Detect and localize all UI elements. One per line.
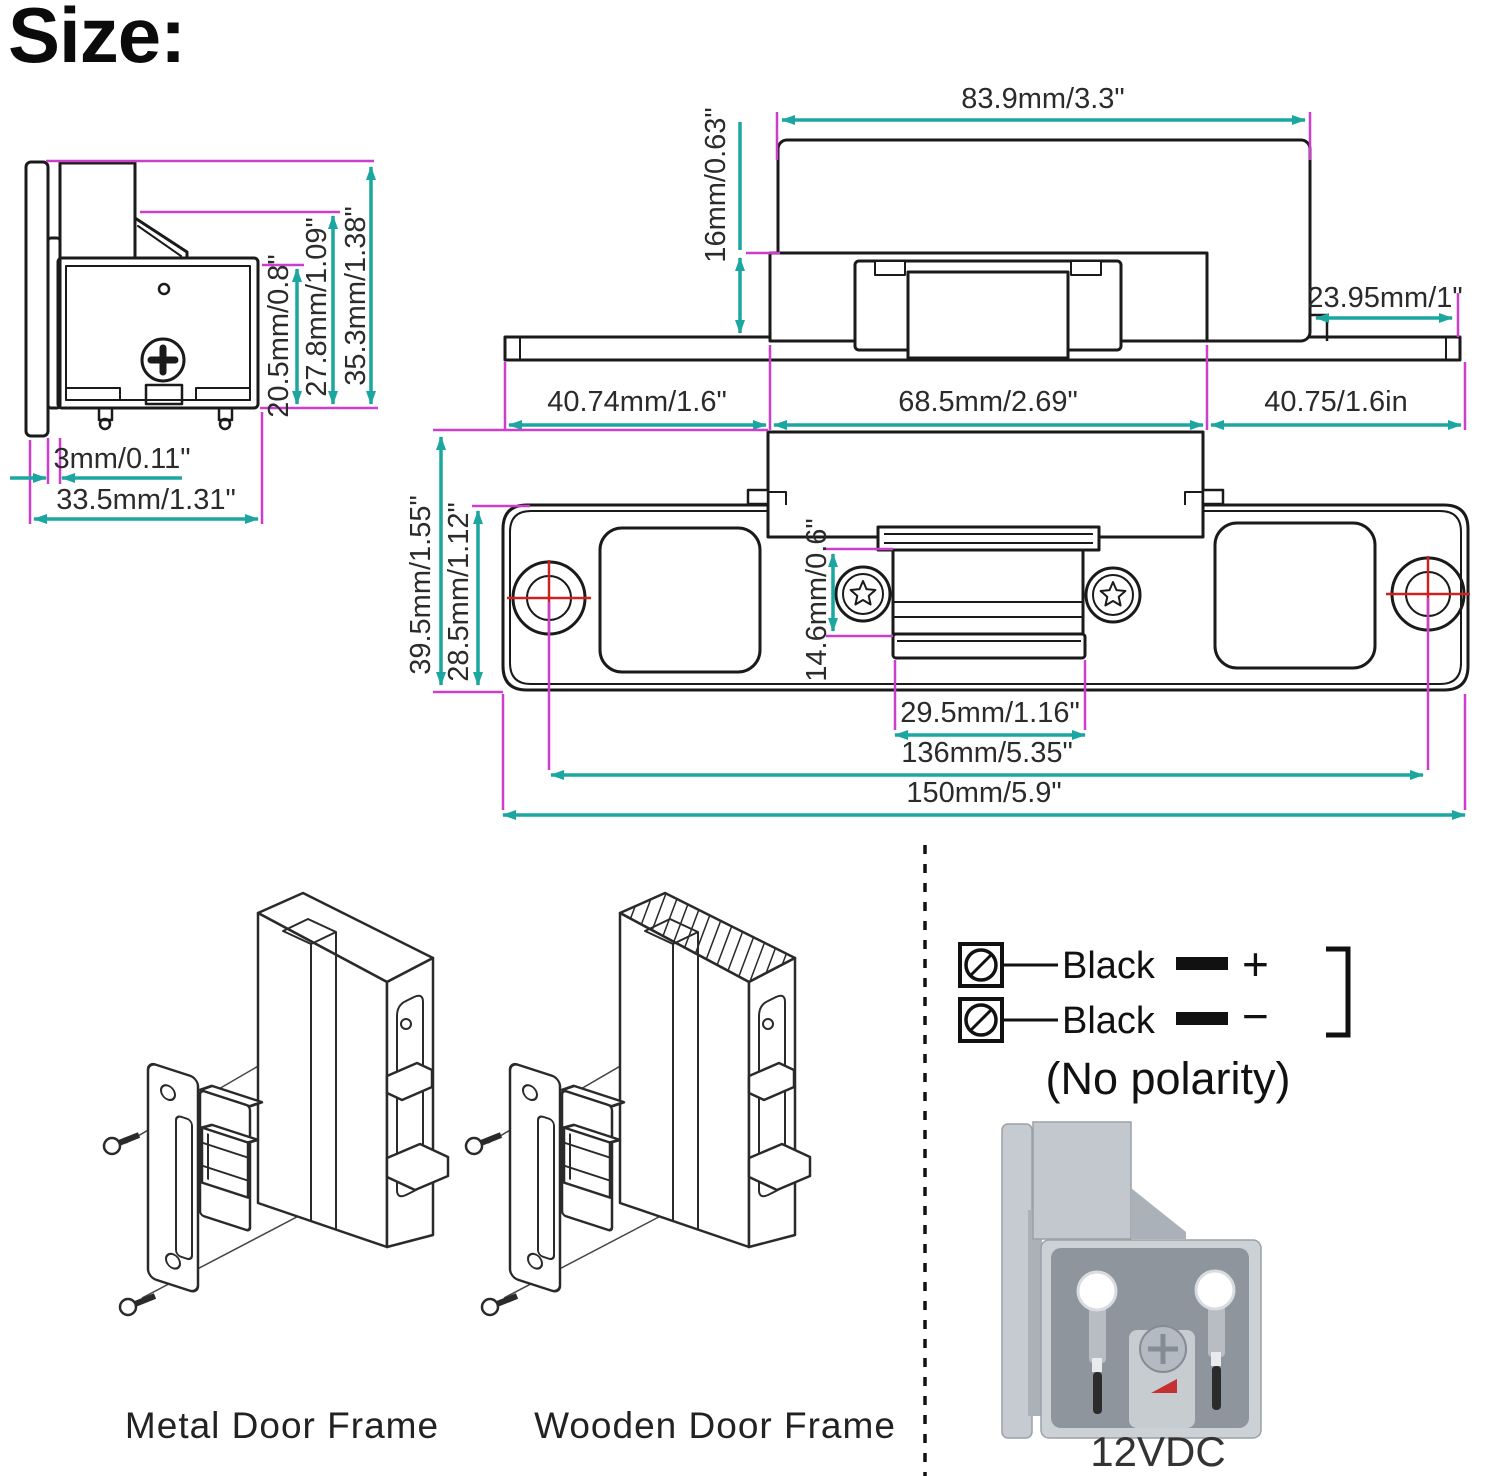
extension-lines	[28, 159, 378, 524]
mounting-screw-icon	[464, 1132, 519, 1317]
wire-pin	[1093, 1372, 1102, 1414]
wire-bar	[1176, 1012, 1228, 1025]
dim-right-offset: 23.95mm/1"	[1307, 282, 1462, 314]
dim-right-wing: 40.75/1.6in	[1264, 386, 1408, 418]
side-view-drawing: 20.5mm/0.8" 27.8mm/1.09" 35.3mm/1.38" 3m…	[10, 159, 378, 524]
wire2-label: Black	[1062, 1000, 1156, 1042]
strike-lock-exploded	[146, 1062, 264, 1293]
dim-keeper-width: 29.5mm/1.16"	[900, 697, 1080, 729]
wire-bar	[1176, 957, 1228, 970]
pin-hole	[157, 282, 171, 296]
phillips-screw-icon	[140, 337, 186, 383]
dim-body-width: 83.9mm/3.3"	[961, 83, 1124, 115]
red-marker	[1151, 1379, 1177, 1393]
strike-keeper	[876, 525, 1101, 660]
page-title: Size:	[8, 0, 186, 79]
wooden-frame-illustration	[464, 891, 812, 1317]
torx-screw-icon	[834, 565, 892, 623]
dim-body-depth: 16mm/0.63"	[700, 107, 732, 262]
dim-depth-upper: 20.5mm/0.8"	[263, 254, 295, 417]
negative-sign: −	[1242, 990, 1269, 1042]
dim-height-plate: 28.5mm/1.12"	[443, 502, 475, 682]
plate-cutout-left	[598, 526, 762, 674]
mounting-screw-icon	[102, 1132, 157, 1317]
voltage-label: 12VDC	[1090, 1428, 1225, 1475]
dim-height-body: 39.5mm/1.55"	[405, 495, 437, 675]
dim-total-depth: 33.5mm/1.31"	[56, 484, 236, 516]
wooden-frame-label: Wooden Door Frame	[534, 1405, 896, 1446]
dim-depth-mid: 27.8mm/1.09"	[301, 217, 333, 397]
metal-frame-illustration	[102, 891, 450, 1317]
phillips-screw-icon	[1139, 1325, 1187, 1373]
front-view-drawing: 39.5mm/1.55" 28.5mm/1.12" 14.6mm/0.6" 29…	[405, 428, 1470, 820]
dim-keeper-height: 14.6mm/0.6"	[801, 518, 833, 681]
dim-center-width: 68.5mm/2.69"	[898, 386, 1078, 418]
product-photo	[1001, 1121, 1262, 1439]
dim-left-wing: 40.74mm/1.6"	[547, 386, 727, 418]
torx-screw-icon	[1084, 566, 1142, 624]
polarity-note: (No polarity)	[1045, 1053, 1290, 1104]
dim-depth-full: 35.3mm/1.38"	[340, 206, 372, 386]
bracket-glyph	[1326, 946, 1351, 1038]
strike-lock-exploded	[508, 1062, 626, 1293]
wire-pin	[1212, 1366, 1221, 1410]
screw-terminal-icon	[958, 997, 1004, 1043]
screw-terminal-icon	[958, 942, 1004, 988]
dim-plate-thickness: 3mm/0.11"	[53, 443, 190, 475]
dim-hole-spacing: 136mm/5.35"	[901, 737, 1073, 769]
top-view-drawing: 83.9mm/3.3" 16mm/0.63" 23.95mm/1" 40.74m…	[503, 83, 1467, 430]
dimension-arrows	[10, 166, 376, 524]
dim-plate-length: 150mm/5.9"	[906, 777, 1061, 809]
wire1-label: Black	[1062, 945, 1156, 987]
wiring-diagram: Black Black + − (No polarity)	[958, 938, 1351, 1104]
plate-cutout-right	[1213, 521, 1377, 670]
positive-sign: +	[1242, 938, 1269, 990]
metal-frame-label: Metal Door Frame	[125, 1405, 439, 1446]
